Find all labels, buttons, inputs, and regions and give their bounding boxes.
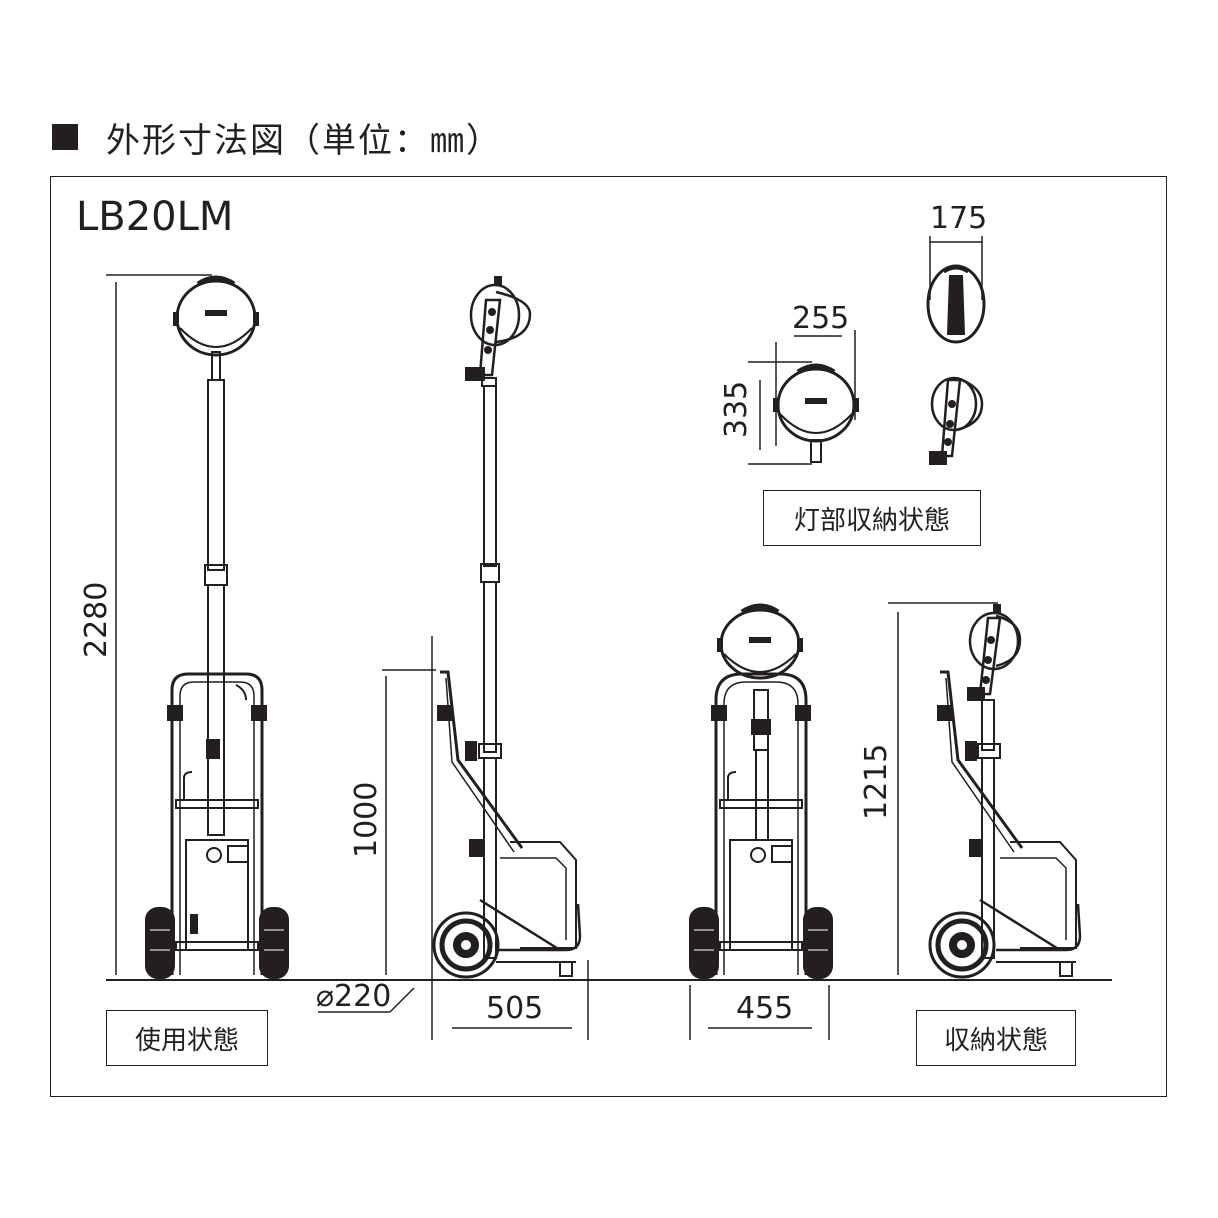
lamp-stored-front-detail — [748, 330, 859, 465]
square-bullet-icon — [52, 124, 78, 150]
heading-text: 外形寸法図（単位：㎜） — [106, 120, 502, 161]
front-view-stored — [689, 603, 833, 1040]
dim-lamp-width: 255 — [792, 301, 850, 336]
dim-lamp-height: 335 — [719, 380, 754, 438]
model-number: LB20LM — [76, 194, 234, 240]
dim-wheel-diameter: ⌀220 — [316, 979, 392, 1014]
dim-height-frame: 1000 — [349, 781, 384, 858]
drawing-heading: 外形寸法図（単位：㎜） — [52, 112, 502, 162]
lamp-stored-side-detail — [926, 236, 986, 465]
dim-lamp-depth: 175 — [930, 201, 988, 236]
drawing-frame — [50, 176, 1167, 1097]
dim-depth: 505 — [486, 991, 544, 1026]
side-view-stored — [888, 602, 1082, 979]
label-lamp-stored: 灯部収納状態 — [763, 490, 981, 546]
dim-width: 455 — [736, 991, 794, 1026]
dim-height-stored: 1215 — [859, 743, 894, 820]
front-view-in-use — [106, 274, 289, 979]
label-stored: 収納状態 — [916, 1010, 1076, 1066]
dim-height-in-use: 2280 — [79, 581, 114, 658]
side-view-in-use — [318, 276, 589, 1040]
label-in-use: 使用状態 — [106, 1010, 268, 1066]
